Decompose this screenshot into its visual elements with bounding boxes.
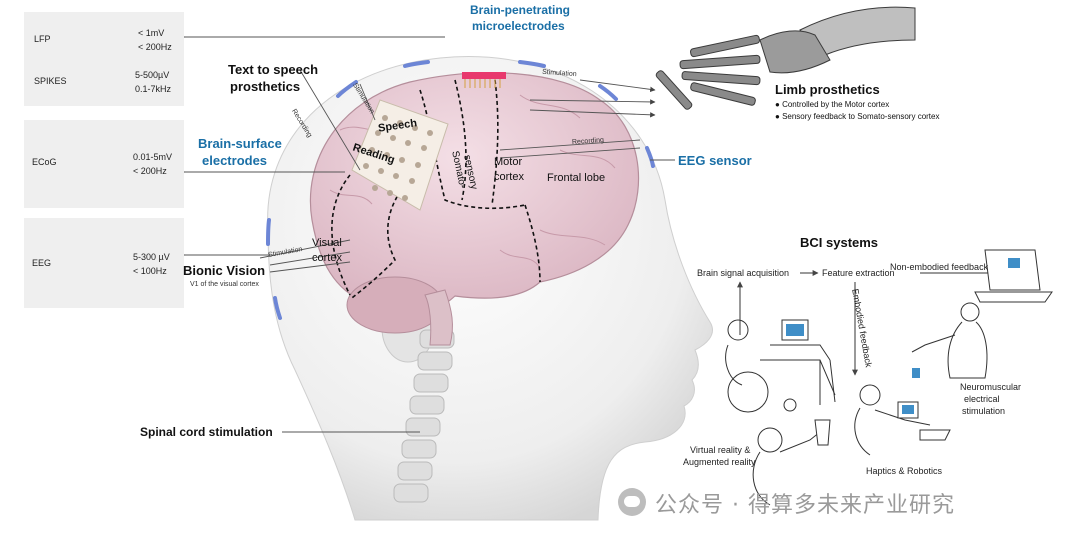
bci-systems-title: BCI systems: [800, 235, 879, 250]
vr-person-illustration: [752, 419, 831, 506]
lfp-amplitude: < 1mV: [138, 28, 165, 38]
eeg-sensor-label: EEG sensor: [678, 153, 752, 168]
surface-electrodes-label-1: Brain-surface: [198, 136, 282, 151]
microelectrodes-label-2: microelectrodes: [472, 19, 565, 33]
frontal-lobe-label: Frontal lobe: [547, 172, 606, 184]
eeg-sensors: [266, 60, 655, 320]
bci-vr-label-1: Virtual reality &: [690, 445, 751, 455]
tts-label-2: prosthetics: [230, 79, 301, 94]
limb-prosthetics-title: Limb prosthetics: [775, 82, 880, 97]
visual-cortex-label-2: cortex: [312, 252, 342, 264]
spikes-frequency: 0.1-7kHz: [135, 84, 172, 94]
surface-electrodes-label-2: electrodes: [202, 153, 268, 168]
bci-vr-label-2: Augmented reality: [683, 457, 756, 467]
surface-electrode-grid: [351, 99, 449, 211]
brain-stem: [424, 289, 453, 346]
limb-bullet-2: ● Sensory feedback to Somato-sensory cor…: [775, 112, 940, 121]
bci-feature-label: Feature extraction: [822, 268, 895, 278]
bionic-vision-label: Bionic Vision: [183, 263, 266, 278]
spikes-label: SPIKES: [34, 76, 67, 86]
lfp-frequency: < 200Hz: [138, 42, 172, 52]
microelectrodes-label-1: Brain-penetrating: [470, 3, 571, 17]
eeg-label: EEG: [32, 258, 52, 268]
neuromuscular-person-illustration: [911, 302, 988, 379]
haptics-person-illustration: [854, 384, 951, 456]
bci-neuro-label-3: stimulation: [962, 406, 1006, 416]
visual-cortex-label-1: Visual: [312, 237, 342, 249]
microelectrode-array: [462, 72, 506, 88]
limb-bullet-1-text: Controlled by the Motor cortex: [782, 100, 890, 109]
motor-label-1: Motor: [494, 156, 523, 168]
bionic-vision-sublabel: V1 of the visual cortex: [190, 281, 259, 288]
lfp-spikes-panel: [24, 12, 184, 106]
bci-non-embodied-label: Non-embodied feedback: [890, 262, 989, 272]
ecog-label: ECoG: [32, 157, 57, 167]
ecog-frequency: < 200Hz: [133, 166, 167, 176]
bci-haptics-label: Haptics & Robotics: [866, 466, 943, 476]
spikes-amplitude: 5-500µV: [135, 70, 170, 80]
spinal-cord-label: Spinal cord stimulation: [140, 425, 273, 439]
bci-flow-arrows: [737, 270, 1001, 376]
lfp-label: LFP: [34, 34, 51, 44]
wechat-icon: [618, 488, 646, 516]
laptop-illustration: [974, 249, 1053, 303]
limb-bullet-1: ● Controlled by the Motor cortex: [775, 100, 890, 109]
spinal-column: [393, 329, 455, 503]
eeg-amplitude: 5-300 µV: [133, 252, 170, 262]
robotic-hand: [655, 6, 916, 110]
motor-label-2: cortex: [494, 171, 524, 183]
tts-label-1: Text to speech: [228, 62, 319, 77]
watermark-text: 公众号 · 得算多未来产业研究: [655, 493, 955, 518]
eeg-frequency: < 100Hz: [133, 266, 167, 276]
bci-neuro-label-2: electrical: [964, 394, 1000, 404]
ecog-panel: [24, 120, 184, 208]
bci-acquisition-label: Brain signal acquisition: [697, 268, 790, 278]
connector-lines: [180, 34, 675, 433]
eeg-panel: [24, 218, 184, 308]
limb-bullet-2-text: Sensory feedback to Somato-sensory corte…: [782, 112, 940, 121]
wheelchair-user-illustration: [725, 319, 836, 413]
bci-neuro-label-1: Neuromuscular: [960, 382, 1022, 392]
ecog-amplitude: 0.01-5mV: [133, 152, 173, 162]
